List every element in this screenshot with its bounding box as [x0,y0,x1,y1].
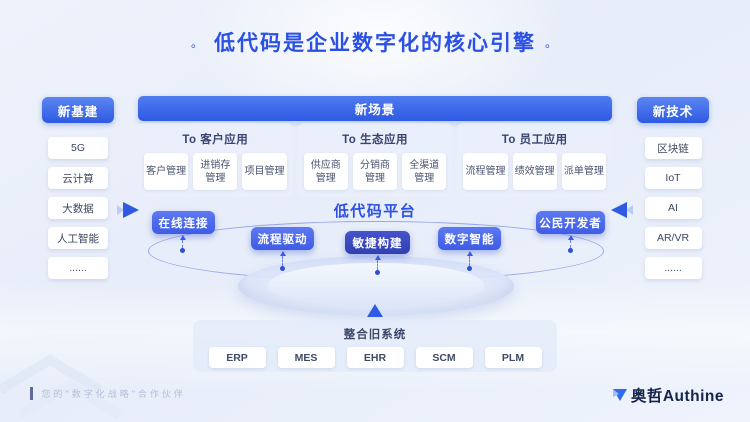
group-employee-cards: 流程管理 绩效管理 派单管理 [463,153,606,190]
card-label: 供应商管理 [310,159,341,184]
connector-agile [373,255,382,275]
title-ornament-left: 。 [190,36,205,50]
brand-logo: 奥哲Authine [612,384,724,406]
tech-item-ai: AI [644,197,702,219]
connector-process [278,251,287,271]
card-performance-mgmt: 绩效管理 [512,153,557,190]
tagline-divider [30,387,33,400]
card-label: 全渠道管理 [409,159,440,184]
group-customer-label: To 客户应用 [182,134,249,146]
new-technology-items: 区块链 IoT AI AR/VR ...... [637,137,709,279]
legacy-ehr: EHR [346,347,404,368]
legacy-erp: ERP [208,347,266,368]
card-dispatch-mgmt: 派单管理 [561,153,606,190]
group-employee-label: To 员工应用 [501,134,568,146]
footer-tagline: 您的"数字化战略"合作伙伴 [30,387,186,400]
capability-online-connect: 在线连接 [152,211,215,234]
card-customer-mgmt: 客户管理 [144,153,189,190]
tech-item-blockchain: 区块链 [644,137,702,159]
card-label: 分销商管理 [360,159,390,184]
arrow-up-icon [466,251,473,256]
card-label: 进销存管理 [200,159,231,184]
page-title: 。低代码是企业数字化的核心引擎。 [0,27,750,57]
brand-name: 奥哲Authine [630,388,724,405]
legacy-title: 整合旧系统 [343,329,407,341]
legacy-mes: MES [277,347,335,368]
card-label: 客户管理 [146,166,187,177]
new-scenes-groups: To 客户应用 客户管理 进销存管理 项目管理 To 生态应用 供应商管理 分销… [138,123,613,197]
arrow-up-icon [374,255,381,260]
tagline-text: 您的"数字化战略"合作伙伴 [41,389,186,399]
tech-item-iot: IoT [644,167,702,189]
title-ornament-right: 。 [545,36,560,50]
platform-title: 低代码平台 [333,203,417,220]
capability-agile-build: 敏捷构建 [345,231,410,254]
connector-online [178,235,187,253]
card-label: 派单管理 [563,166,604,177]
tech-item-more: ...... [644,257,702,279]
card-supplier-mgmt: 供应商管理 [303,153,348,190]
card-process-mgmt: 流程管理 [463,153,508,190]
group-ecosystem-cards: 供应商管理 分销商管理 全渠道管理 [303,153,447,190]
legacy-plm: PLM [484,347,542,368]
card-label: 绩效管理 [514,166,555,177]
card-project-mgmt: 项目管理 [242,153,287,190]
card-omnichannel-mgmt: 全渠道管理 [402,153,447,190]
infra-item-ai: 人工智能 [48,227,108,249]
arrow-up-icon [279,251,286,256]
capability-process-driven: 流程驱动 [251,227,314,250]
background-chevrons-decor [0,354,123,420]
title-text: 低代码是企业数字化的核心引擎 [214,32,536,55]
panel-new-scenes: 新场景 To 客户应用 客户管理 进销存管理 项目管理 To 生态应用 供应商管… [138,96,613,197]
new-infrastructure-header: 新基建 [42,97,114,123]
infra-item-5g: 5G [48,137,108,159]
infra-item-bigdata: 大数据 [48,197,108,219]
authine-logo-icon [612,389,627,401]
arrow-right-icon [117,202,139,218]
card-label: 项目管理 [244,166,285,177]
connector-citizen [566,235,575,253]
new-technology-header: 新技术 [637,97,709,123]
legacy-cards: ERP MES EHR SCM PLM [193,347,557,368]
panel-legacy-systems: 整合旧系统 ERP MES EHR SCM PLM [193,320,557,372]
infra-item-more: ...... [48,257,108,279]
legacy-scm: SCM [415,347,473,368]
new-infrastructure-items: 5G 云计算 大数据 人工智能 ...... [42,137,114,279]
group-ecosystem-apps: To 生态应用 供应商管理 分销商管理 全渠道管理 [297,123,453,197]
group-ecosystem-label: To 生态应用 [342,134,408,146]
group-employee-apps: To 员工应用 流程管理 绩效管理 派单管理 [457,123,613,197]
arrow-up-icon [179,235,186,240]
group-customer-apps: To 客户应用 客户管理 进销存管理 项目管理 [138,123,293,197]
capability-citizen-developer: 公民开发者 [536,211,605,234]
connector-digital [465,251,474,271]
new-scenes-header: 新场景 [138,96,612,121]
panel-new-technology: 新技术 区块链 IoT AI AR/VR ...... [637,97,709,279]
card-invoicing-mgmt: 进销存管理 [193,153,238,190]
arrow-up-icon [367,304,383,317]
panel-new-infrastructure: 新基建 5G 云计算 大数据 人工智能 ...... [42,97,114,279]
tech-item-arvr: AR/VR [644,227,702,249]
arrow-up-icon [567,235,574,240]
card-distributor-mgmt: 分销商管理 [352,153,398,190]
capability-digital-intelligence: 数字智能 [438,227,501,250]
card-label: 流程管理 [465,166,506,177]
infra-item-cloud: 云计算 [48,167,108,189]
group-customer-cards: 客户管理 进销存管理 项目管理 [144,153,287,190]
arrow-left-icon [611,202,633,218]
